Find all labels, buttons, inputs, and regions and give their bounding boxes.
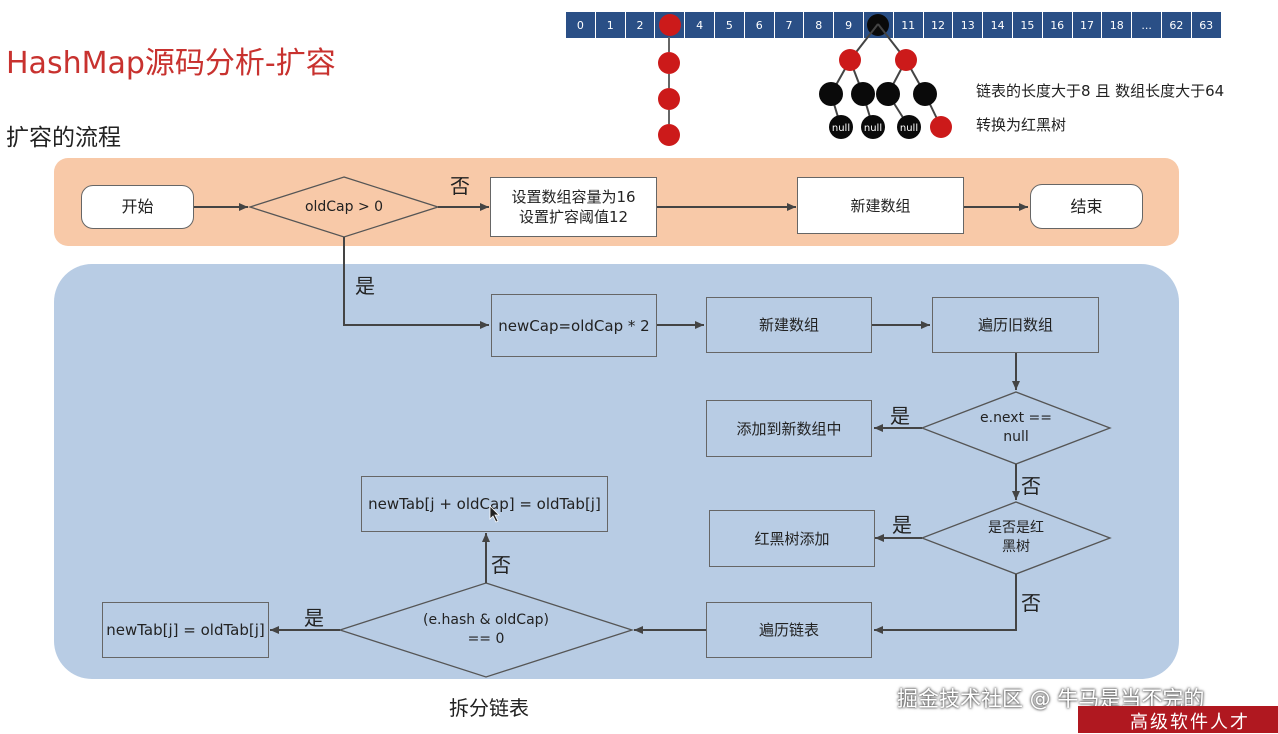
null-leaf xyxy=(861,115,885,139)
null-leaf xyxy=(829,115,853,139)
hash-yes-label: 是 xyxy=(304,606,324,630)
hash-decision-line1: (e.hash & oldCap) xyxy=(422,612,549,628)
array-cell: 7 xyxy=(774,12,804,38)
array-cell xyxy=(655,12,685,38)
array-cell: 17 xyxy=(1072,12,1102,38)
array-cell: 6 xyxy=(744,12,774,38)
array-cell: 15 xyxy=(1013,12,1042,38)
hash-decision-line2: == 0 xyxy=(467,631,505,647)
list-node xyxy=(658,124,680,146)
end-node: 结束 xyxy=(1030,184,1143,229)
array-cell: 9 xyxy=(834,12,863,38)
next-null-yes-label: 是 xyxy=(890,404,910,428)
array-cell: 11 xyxy=(893,12,923,38)
is-tree-no-label: 否 xyxy=(1021,591,1041,615)
split-list-caption: 拆分链表 xyxy=(449,696,529,720)
tree-node xyxy=(876,82,900,106)
treeify-result-note: 转换为红黑树 xyxy=(976,116,1067,134)
null-label: null xyxy=(832,123,850,134)
section-subtitle: 扩容的流程 xyxy=(6,125,121,151)
connectors xyxy=(194,203,1028,634)
null-label: null xyxy=(864,123,882,134)
add-to-new-array-box: 添加到新数组中 xyxy=(706,400,872,457)
mouse-cursor-icon xyxy=(489,505,500,523)
array-cell: 4 xyxy=(685,12,714,38)
hash-decision-shape xyxy=(337,582,635,678)
hash-decision: (e.hash & oldCap) == 0 xyxy=(400,610,572,650)
tree-node xyxy=(819,82,843,106)
next-null-line1: e.next == xyxy=(980,410,1052,426)
array-cell: ... xyxy=(1132,12,1161,38)
assign-shifted-index-box: newTab[j + oldCap] = oldTab[j] xyxy=(361,476,608,532)
red-black-tree-illustration: null null null xyxy=(819,23,952,139)
start-node: 开始 xyxy=(81,185,194,229)
treeify-condition-note: 链表的长度大于8 且 数组长度大于64 xyxy=(976,82,1225,100)
is-tree-line1: 是否是红 xyxy=(988,520,1044,536)
hash-no-label: 否 xyxy=(491,553,511,577)
set-default-threshold-line2: 设置扩容阈值12 xyxy=(518,208,629,226)
assign-same-index-box: newTab[j] = oldTab[j] xyxy=(102,602,269,658)
is-tree-decision: 是否是红 黑树 xyxy=(956,518,1076,558)
list-node xyxy=(658,52,680,74)
is-tree-line2: 黑树 xyxy=(1002,539,1030,555)
page-title: HashMap源码分析-扩容 xyxy=(6,46,336,81)
array-cell: 12 xyxy=(923,12,953,38)
set-default-capacity-box: 设置数组容量为16 设置扩容阈值12 xyxy=(490,177,657,237)
array-cell: 63 xyxy=(1191,12,1221,38)
array-cell: 8 xyxy=(804,12,834,38)
null-leaf xyxy=(897,115,921,139)
array-cell: 1 xyxy=(595,12,625,38)
oldcap-no-label: 否 xyxy=(450,174,470,198)
is-tree-yes-label: 是 xyxy=(892,513,912,537)
list-node xyxy=(658,88,680,110)
next-null-no-label: 否 xyxy=(1021,474,1041,498)
array-cell: 0 xyxy=(566,12,595,38)
new-array-top-box: 新建数组 xyxy=(797,177,964,234)
null-label: null xyxy=(900,123,918,134)
list-head-node xyxy=(658,14,681,36)
array-cell: 5 xyxy=(715,12,744,38)
next-null-line2: null xyxy=(1003,429,1029,445)
linked-list-illustration xyxy=(658,37,680,146)
tree-node xyxy=(913,82,937,106)
tree-node xyxy=(930,116,952,138)
array-cell: 13 xyxy=(953,12,983,38)
tree-node xyxy=(839,49,861,71)
traverse-old-array-box: 遍历旧数组 xyxy=(932,297,1099,353)
array-cell: 2 xyxy=(625,12,655,38)
oldcap-yes-label: 是 xyxy=(355,274,375,298)
new-array-box: 新建数组 xyxy=(706,297,872,353)
array-cell: 16 xyxy=(1042,12,1072,38)
rb-tree-add-box: 红黑树添加 xyxy=(709,510,875,567)
array-cell: 18 xyxy=(1102,12,1132,38)
new-cap-box: newCap=oldCap * 2 xyxy=(491,294,657,357)
tree-node xyxy=(851,82,875,106)
array-cell: 14 xyxy=(983,12,1012,38)
traverse-list-box: 遍历链表 xyxy=(706,602,872,658)
next-null-decision: e.next == null xyxy=(956,408,1076,448)
array-cell: 62 xyxy=(1162,12,1191,38)
tree-node xyxy=(895,49,917,71)
set-default-capacity-line1: 设置数组容量为16 xyxy=(511,188,636,206)
oldcap-decision: oldCap > 0 xyxy=(304,198,384,215)
brand-banner xyxy=(1078,706,1278,733)
brand-banner-text: 高级软件人才 xyxy=(1130,712,1250,733)
